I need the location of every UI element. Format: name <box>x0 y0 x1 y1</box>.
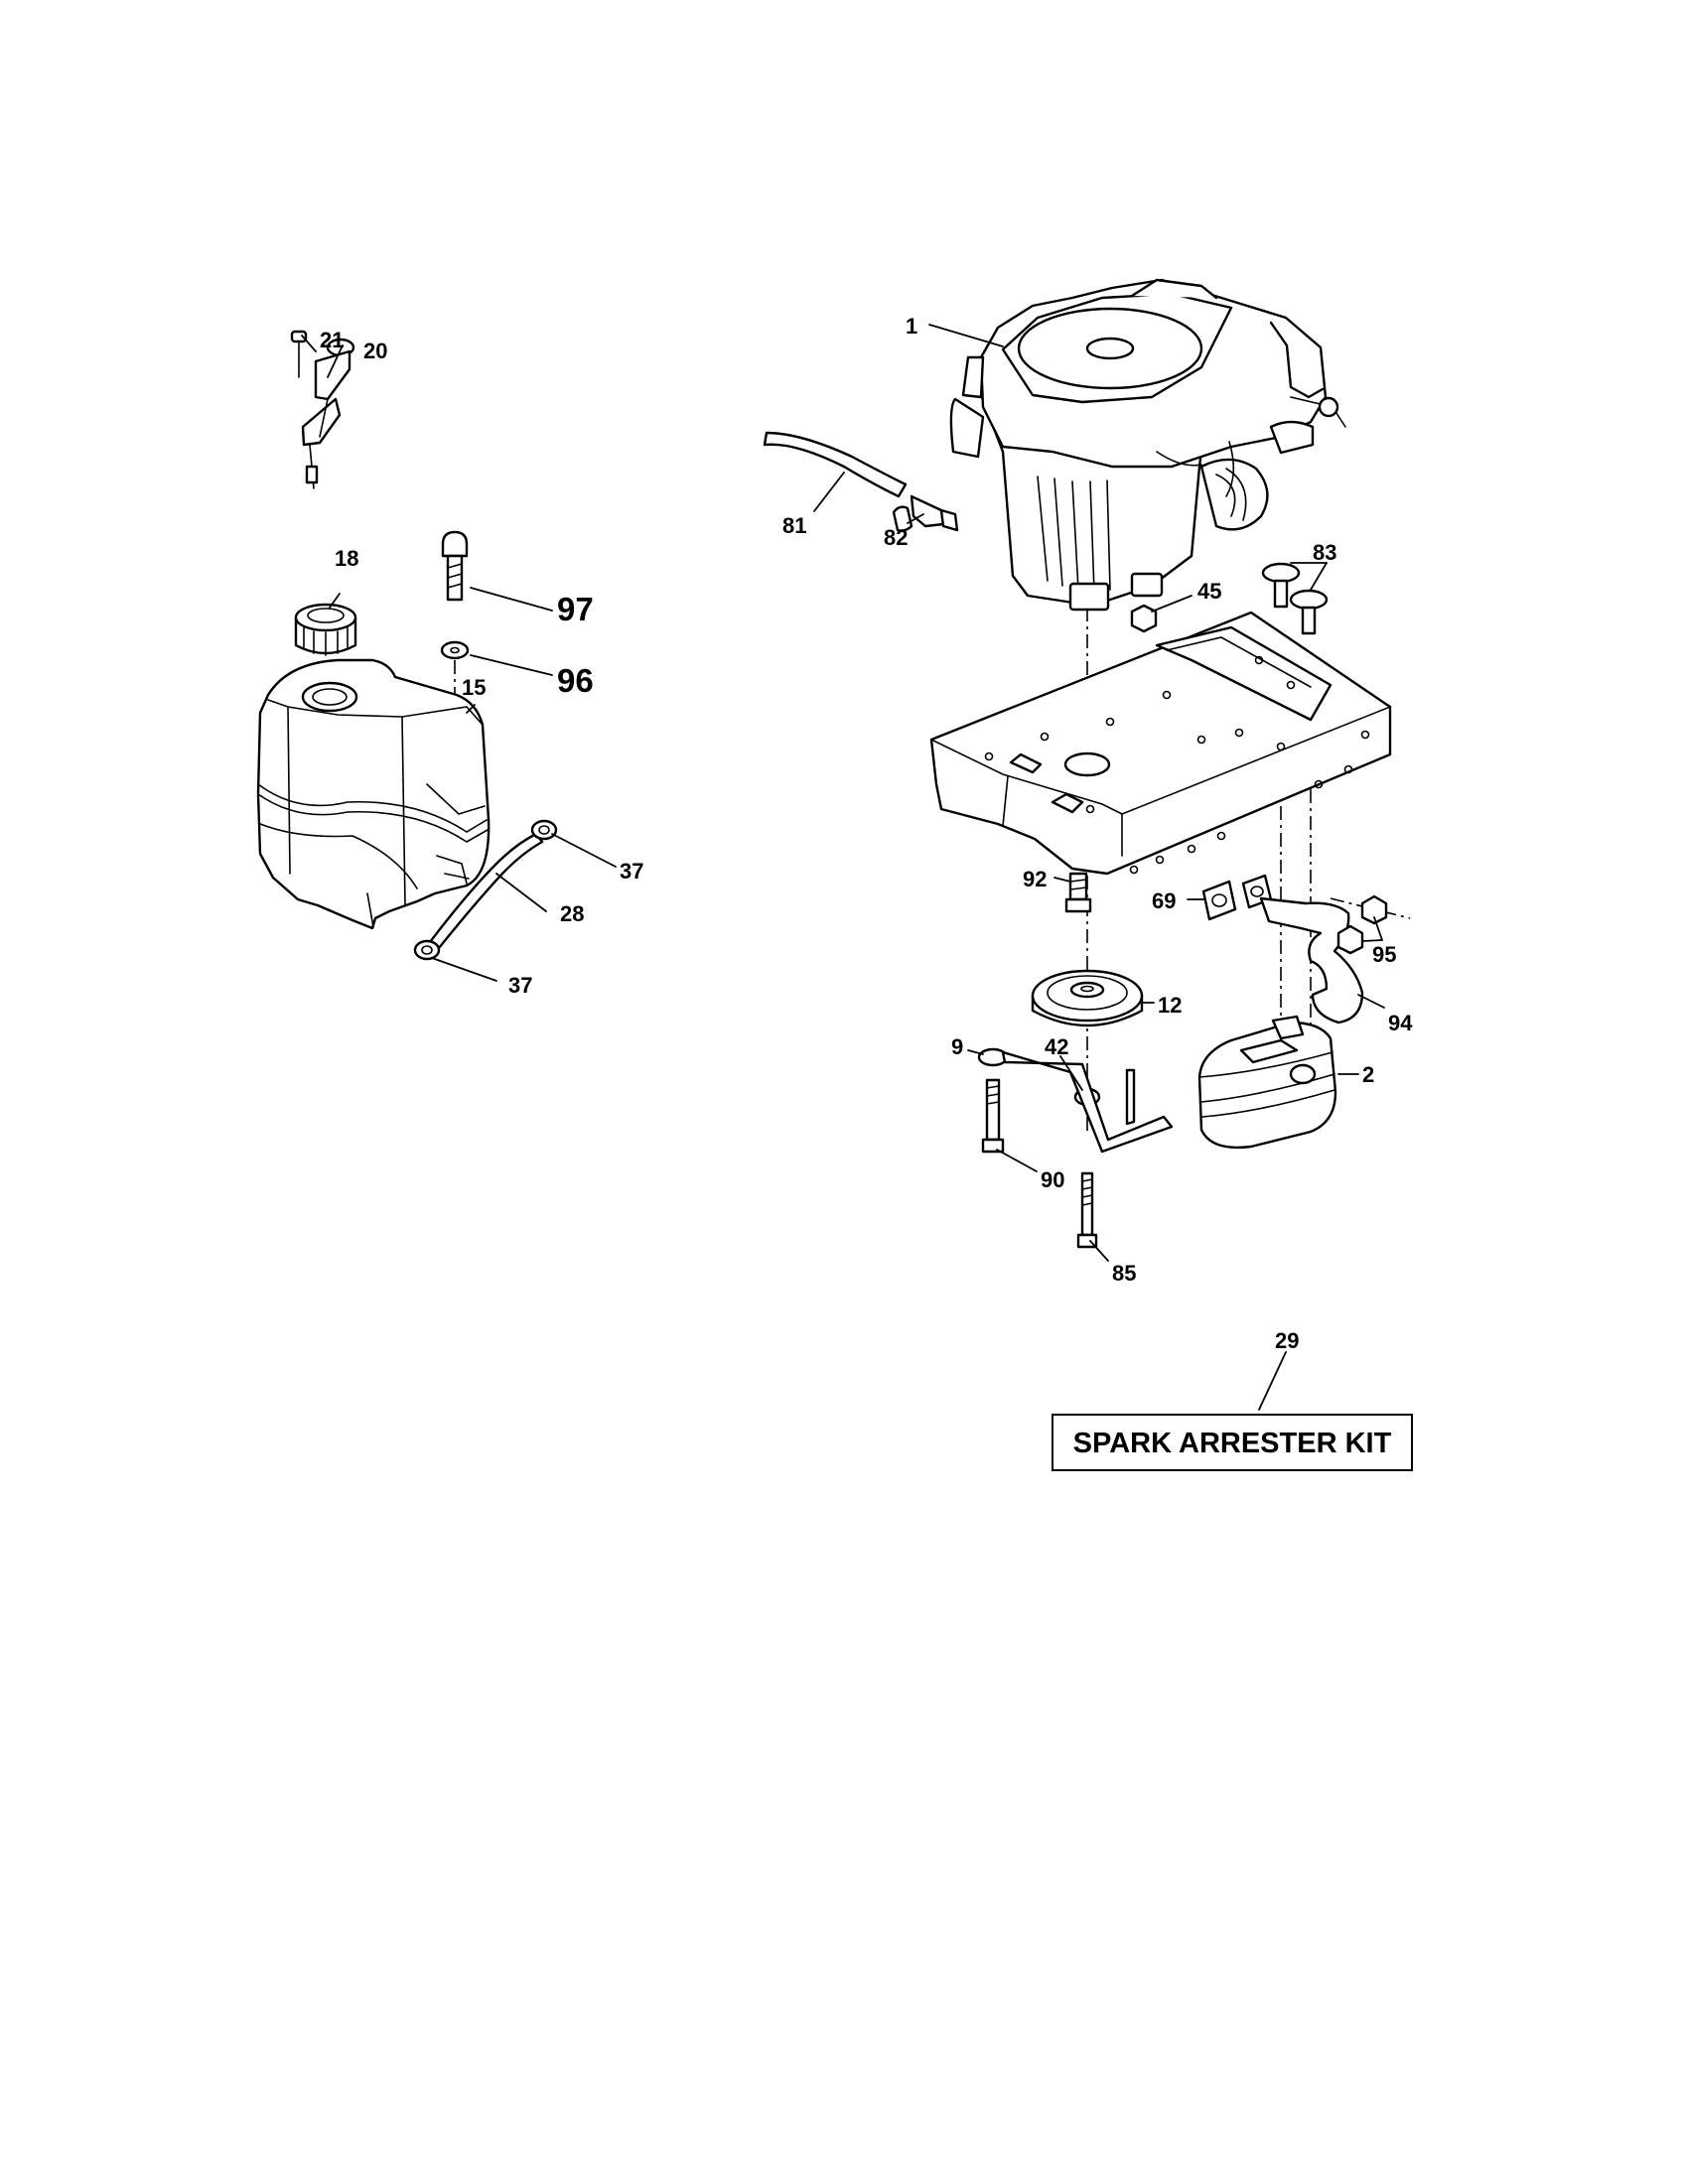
bracket-9 <box>977 1047 1174 1154</box>
callout-82: 82 <box>884 525 908 550</box>
pulley-12 <box>1031 969 1144 1027</box>
nut-95-lower <box>1336 924 1364 955</box>
callout-96: 96 <box>557 662 594 699</box>
callout-69: 69 <box>1152 888 1176 913</box>
callout-42: 42 <box>1045 1034 1068 1059</box>
fuel-line-28 <box>425 832 544 955</box>
callout-95: 95 <box>1372 942 1396 967</box>
callout-1: 1 <box>906 314 917 339</box>
fuel-tank-15 <box>256 658 491 930</box>
callout-45: 45 <box>1197 579 1221 604</box>
engine-frame <box>929 611 1392 876</box>
screw-21 <box>290 330 308 378</box>
fuel-cap-18 <box>294 603 357 656</box>
callout-83: 83 <box>1313 540 1336 565</box>
fuel-sender-20 <box>301 338 355 489</box>
hose-clamp-37-top <box>530 819 558 841</box>
callout-37-bottom: 37 <box>508 973 532 998</box>
washer-96 <box>440 640 470 660</box>
bolt-90 <box>981 1078 1005 1154</box>
leader-lines <box>301 324 1385 1411</box>
callout-85: 85 <box>1112 1261 1136 1286</box>
callout-20: 20 <box>363 339 387 363</box>
engine-1 <box>949 278 1346 612</box>
bolt-92 <box>1064 872 1092 913</box>
callout-28: 28 <box>560 901 584 926</box>
callout-81: 81 <box>782 513 806 538</box>
nut-95-upper <box>1360 894 1388 925</box>
callout-9: 9 <box>951 1034 963 1059</box>
bolt-83-left <box>1261 562 1301 609</box>
callout-94: 94 <box>1388 1011 1413 1035</box>
muffler-2 <box>1197 1015 1337 1150</box>
exhaust-pipe-94 <box>1259 896 1364 1024</box>
fitting-82 <box>892 494 959 532</box>
hose-clamp-37-bottom <box>413 939 441 961</box>
callout-29: 29 <box>1275 1328 1299 1353</box>
callout-18: 18 <box>335 546 358 571</box>
callout-90: 90 <box>1041 1167 1064 1192</box>
spark-arrester-kit-box: SPARK ARRESTER KIT <box>1052 1414 1413 1471</box>
spark-arrester-kit-label: SPARK ARRESTER KIT <box>1073 1428 1392 1459</box>
bolt-97 <box>441 530 469 602</box>
callout-2: 2 <box>1362 1062 1374 1087</box>
callout-21: 21 <box>320 328 344 352</box>
callout-numbers: 1 21 20 18 97 96 15 37 28 37 81 82 45 83… <box>320 314 1413 1353</box>
callout-92: 92 <box>1023 867 1047 891</box>
nut-45 <box>1130 604 1158 633</box>
callout-37-top: 37 <box>620 859 643 884</box>
callout-15: 15 <box>462 675 486 700</box>
callout-12: 12 <box>1158 993 1182 1018</box>
callout-97: 97 <box>557 591 594 627</box>
bolt-85 <box>1076 1171 1098 1249</box>
bolt-83-right <box>1289 589 1329 635</box>
hose-81 <box>763 431 908 498</box>
